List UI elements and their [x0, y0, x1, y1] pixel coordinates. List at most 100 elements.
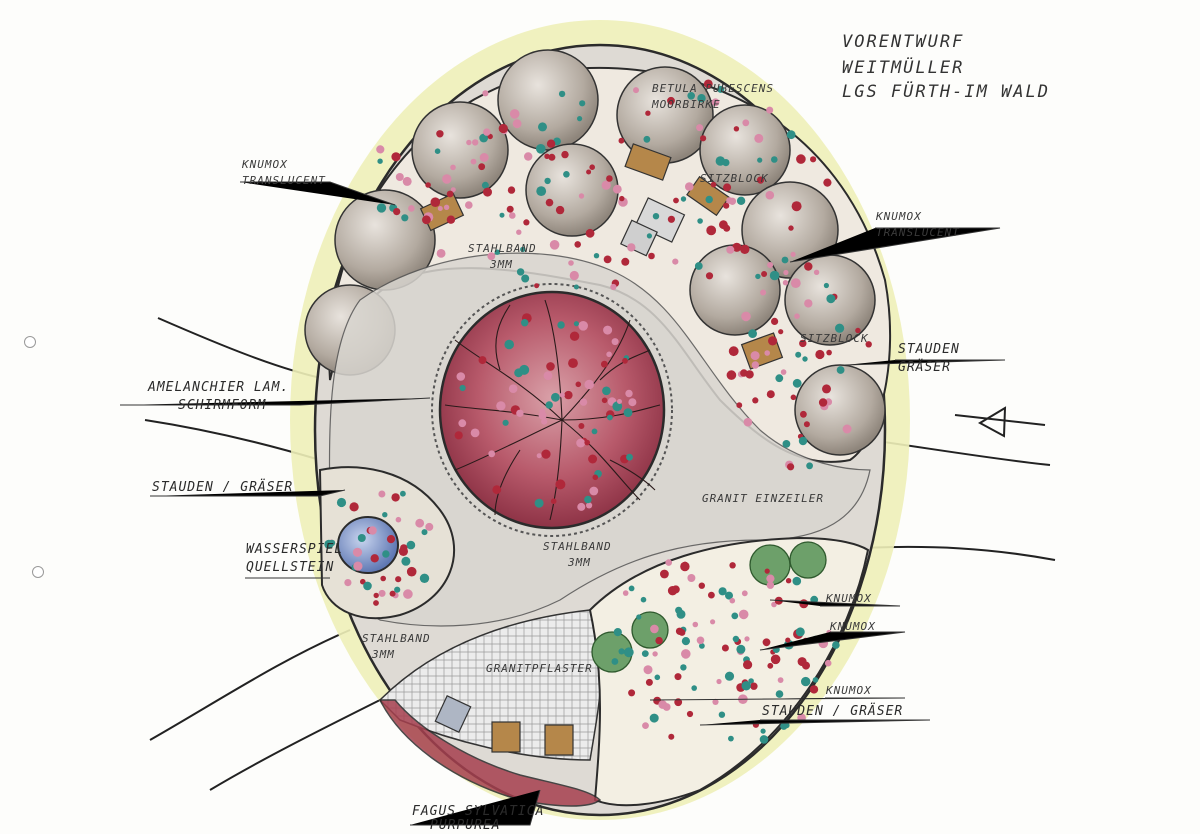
perennial-dot: [395, 576, 402, 583]
perennial-dot: [790, 278, 801, 288]
perennial-dot: [697, 94, 706, 103]
perennial-dot: [389, 590, 396, 597]
perennial-dots: [324, 79, 872, 744]
tree: [497, 49, 599, 151]
perennial-dot: [740, 244, 750, 254]
label-stahlband-center-1: STAHLBAND: [543, 540, 612, 553]
perennial-dot: [606, 351, 612, 358]
perennial-dot: [625, 389, 633, 398]
perennial-dot: [538, 122, 547, 132]
perennial-dot: [483, 128, 491, 136]
perennial-dot: [419, 573, 430, 583]
perennial-dot: [538, 411, 547, 420]
perennial-dot: [539, 408, 546, 414]
perennial-dot: [523, 219, 530, 226]
perennial-dot: [611, 338, 619, 346]
perennial-dot: [623, 647, 634, 658]
perennial-dot: [810, 156, 817, 163]
perennial-dot: [520, 246, 526, 253]
label-knumox-br-2: KNUMOX: [830, 620, 876, 633]
perennial-dot: [731, 612, 739, 620]
perennial-dot: [812, 677, 819, 683]
perennial-dot: [791, 201, 802, 212]
perennial-dot: [785, 637, 791, 643]
perennial-dot: [742, 119, 750, 127]
perennial-dot: [706, 225, 717, 236]
perennial-dot: [687, 92, 695, 100]
perennial-dot: [545, 198, 554, 207]
perennial-dot: [652, 651, 658, 657]
perennial-dot: [377, 158, 383, 164]
perennial-dot: [636, 614, 642, 620]
perennial-dot: [534, 283, 540, 289]
perennial-dot: [729, 562, 736, 569]
label-knumox-br-3: KNUMOX: [826, 684, 872, 697]
perennial-dot: [680, 196, 687, 202]
perennial-dot: [766, 106, 774, 114]
perennial-dot: [601, 360, 608, 368]
perennial-dot: [521, 319, 529, 327]
perennial-dot: [400, 544, 408, 552]
perennial-dot: [795, 351, 802, 358]
perennial-dot: [481, 181, 489, 189]
label-stauden-right-1: STAUDEN: [898, 342, 960, 357]
label-knumox-translucent-right-1: KNUMOX: [876, 210, 922, 223]
label-sitzblock-top: SITZBLOCK: [700, 172, 769, 185]
perennial-dot: [479, 153, 489, 162]
perennial-dot: [536, 186, 547, 197]
perennial-dot: [504, 339, 514, 350]
perennial-dot: [813, 269, 820, 275]
perennial-dot: [610, 283, 617, 291]
perennial-dot: [601, 180, 611, 190]
perennial-dot: [740, 369, 748, 377]
perennial-dot: [386, 535, 396, 544]
label-stauden-right-2: GRÄSER: [898, 360, 951, 375]
label-stauden-graeser-bottom: STAUDEN / GRÄSER: [762, 704, 904, 719]
perennial-dot: [593, 253, 600, 259]
bench: [624, 143, 672, 181]
perennial-dot: [678, 629, 686, 636]
bottom-right-planting-bed: [588, 536, 870, 807]
perennial-dot: [750, 351, 760, 361]
perennial-dot: [550, 498, 557, 505]
perennial-dot: [711, 98, 720, 107]
perennial-dot: [699, 643, 705, 649]
perennial-dot: [766, 390, 775, 399]
label-knumox-translucent-left-2: TRANSLUCENT: [242, 174, 326, 187]
perennial-dot: [767, 262, 774, 268]
label-stauden-graeser-left: STAUDEN / GRÄSER: [152, 480, 294, 495]
perennial-dot: [588, 454, 598, 464]
perennial-dot: [507, 186, 516, 194]
perennial-dot: [642, 722, 649, 729]
perennial-dot: [561, 150, 569, 159]
perennial-dot: [478, 163, 486, 171]
bottom-benches: [434, 695, 574, 756]
perennial-dot: [650, 624, 659, 634]
perennial-dot: [770, 654, 781, 665]
perennial-dot: [408, 205, 415, 212]
perennial-dot: [673, 197, 679, 204]
perennial-dot: [585, 228, 595, 238]
perennial-dot: [586, 502, 593, 509]
perennial-dot: [716, 678, 722, 685]
perennial-dot: [395, 173, 404, 181]
perennial-dot: [725, 591, 733, 600]
perennial-dot: [376, 145, 385, 154]
perennial-dot: [618, 648, 625, 655]
perennial-dot: [804, 299, 813, 308]
perennial-dot: [717, 85, 725, 93]
perennial-dot: [687, 574, 696, 582]
label-knumox-translucent-right-2: TRANSLUCENT: [876, 226, 960, 239]
perennial-dot: [509, 109, 520, 119]
perennial-dot: [794, 313, 800, 320]
perennial-dot: [569, 270, 579, 281]
perennial-dot: [536, 144, 546, 154]
north-arrow: [954, 406, 1046, 438]
perennial-dot: [778, 329, 784, 335]
perennial-dot: [450, 164, 456, 171]
perennial-dot: [589, 164, 595, 170]
perennial-dot: [741, 681, 751, 691]
perennial-dot: [710, 619, 716, 625]
perennial-dot: [732, 242, 742, 252]
perennial-dot: [795, 627, 805, 637]
